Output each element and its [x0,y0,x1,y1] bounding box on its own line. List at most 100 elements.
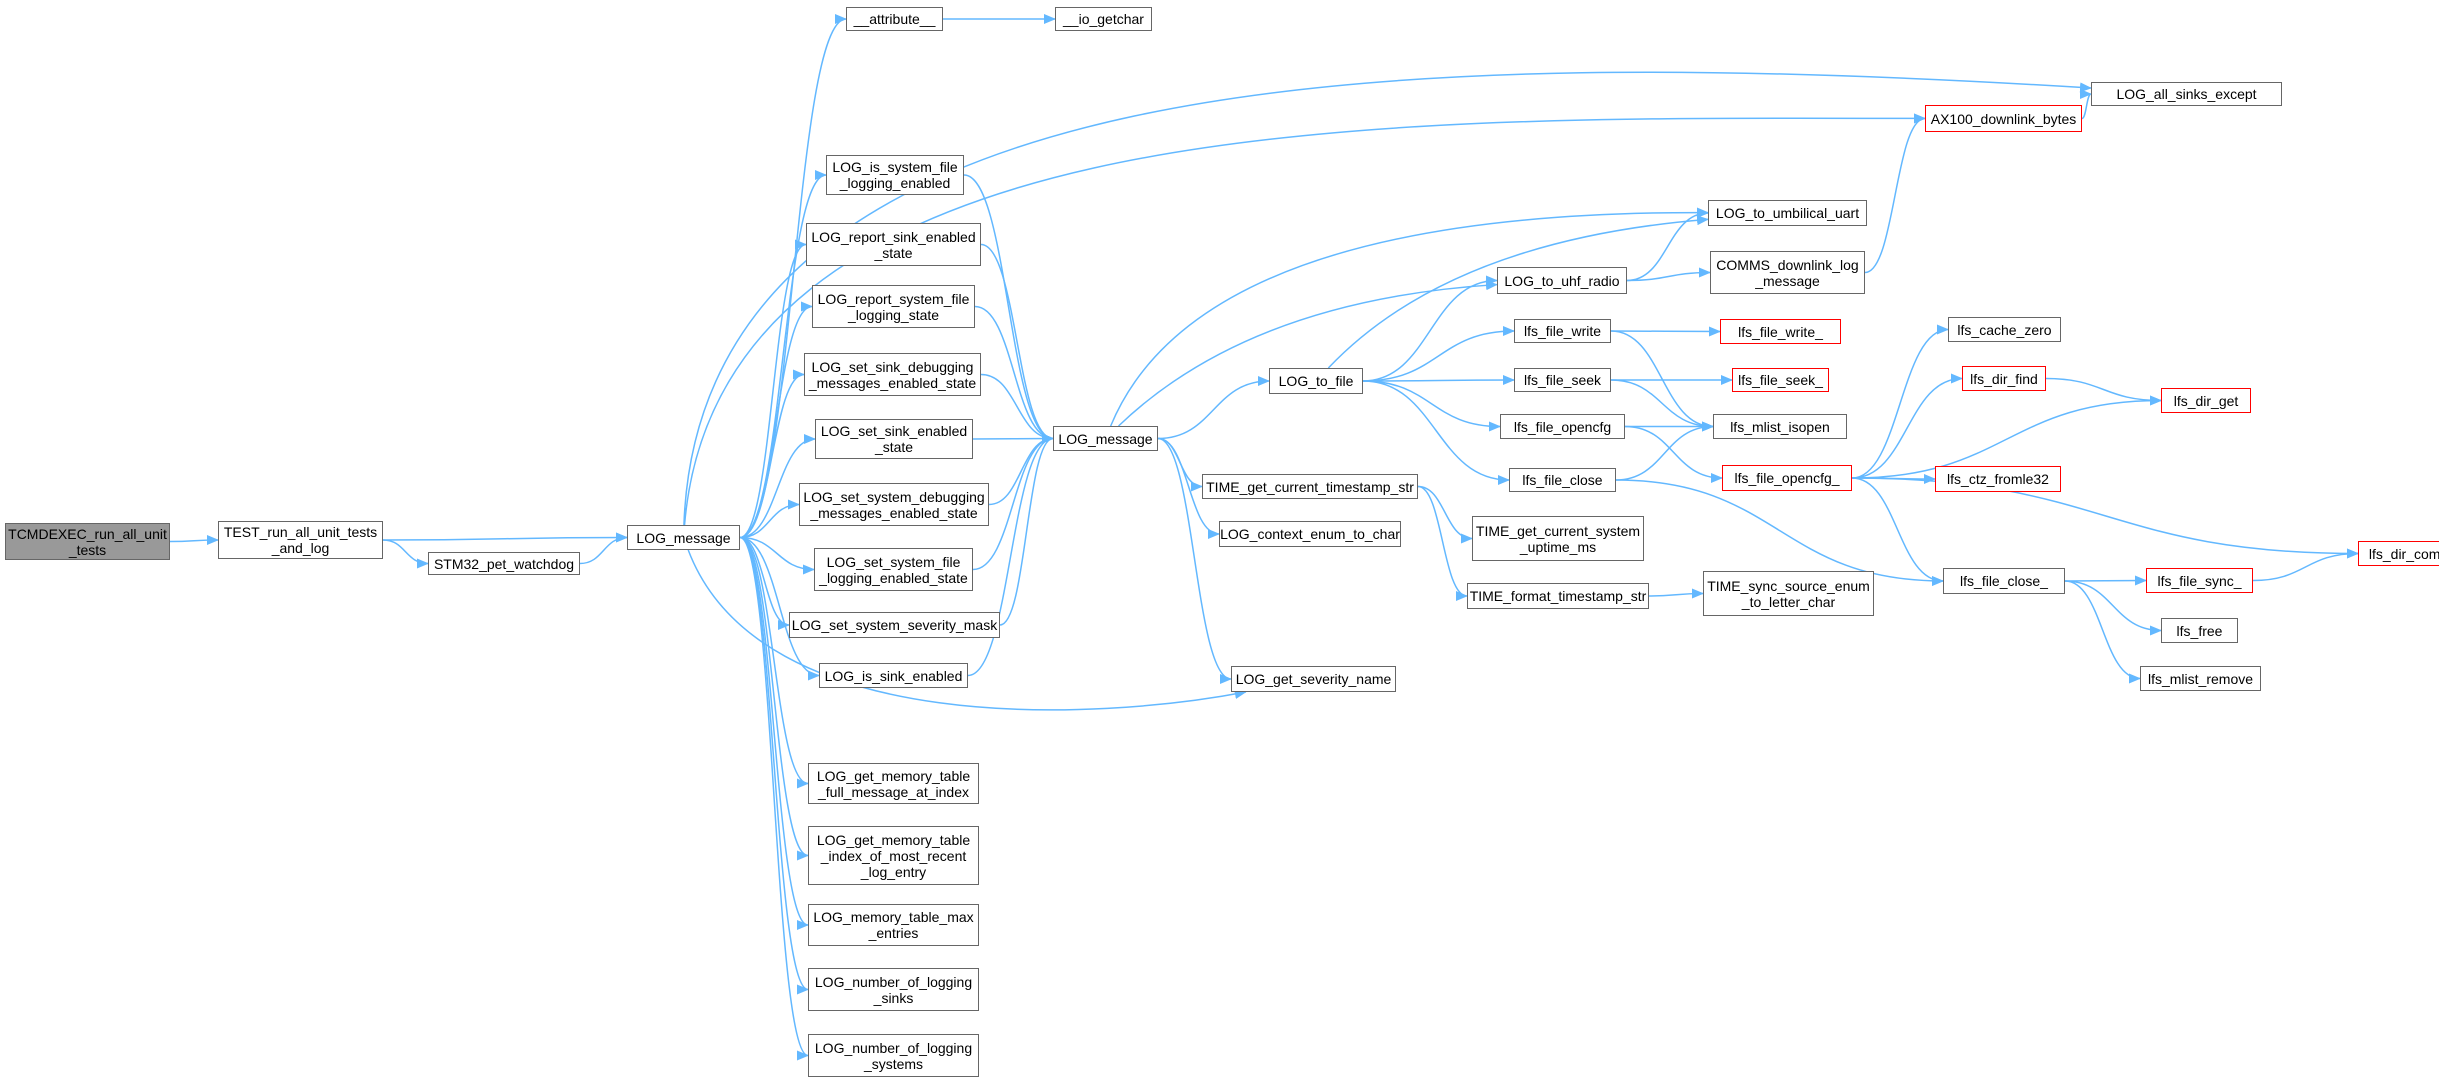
node-lfs-ctz-fromle32[interactable]: lfs_ctz_fromle32 [1935,466,2061,492]
call-edge [169,535,219,546]
node-lfs-file-close[interactable]: lfs_file_close [1509,468,1616,492]
node-lfs-free[interactable]: lfs_free [2161,618,2238,643]
node-time-get-current-timestamp-str[interactable]: TIME_get_current_timestamp_str [1202,474,1418,499]
call-edge [739,536,809,789]
node-log-set-system-file-logging-enabled-state[interactable]: LOG_set_system_file _logging_enabled_sta… [814,548,973,591]
node-io-getchar[interactable]: __io_getchar [1055,7,1152,31]
call-edge [739,499,800,539]
call-edge [1851,324,1949,479]
call-edge [382,532,628,543]
call-edge [1624,425,1723,483]
call-edge [1648,588,1704,599]
call-edge [739,536,809,861]
call-edge [1851,373,1963,479]
call-edge [963,174,1054,444]
call-edge [2252,548,2359,582]
call-edge [1610,326,1721,337]
call-edge [1851,395,2162,479]
node-lfs-dir-commit[interactable]: lfs_dir_commit [2358,541,2439,566]
node-log-to-umbilical-uart[interactable]: LOG_to_umbilical_uart [1708,200,1867,226]
node-lfs-dir-get[interactable]: lfs_dir_get [2161,388,2251,413]
call-edge [579,532,628,565]
node-lfs-file-close-internal[interactable]: lfs_file_close_ [1943,568,2065,594]
node-lfs-mlist-remove[interactable]: lfs_mlist_remove [2140,666,2261,691]
call-edge [1615,421,1714,481]
node-attribute[interactable]: __attribute__ [846,7,943,31]
node-log-get-memory-table-index-of-most-recent-log-entry[interactable]: LOG_get_memory_table _index_of_most_rece… [808,826,979,885]
call-edge [1362,375,1515,386]
call-edge [1362,326,1515,382]
node-ax100-downlink-bytes[interactable]: AX100_downlink_bytes [1925,105,2082,132]
node-log-context-enum-to-char[interactable]: LOG_context_enum_to_char [1219,521,1401,547]
node-lfs-file-write[interactable]: lfs_file_write [1514,319,1611,343]
node-log-get-severity-name[interactable]: LOG_get_severity_name [1231,666,1396,692]
node-lfs-cache-zero[interactable]: lfs_cache_zero [1948,317,2061,342]
node-log-number-of-logging-sinks[interactable]: LOG_number_of_logging _sinks [808,968,979,1011]
node-log-to-file[interactable]: LOG_to_file [1269,368,1363,394]
call-edge [1362,380,1501,432]
node-log-report-system-file-logging-state[interactable]: LOG_report_system_file _logging_state [812,285,975,328]
call-edge [1417,485,1473,544]
call-edge [1864,113,1926,274]
call-edge [1362,380,1510,485]
node-time-get-current-system-uptime-ms[interactable]: TIME_get_current_system _uptime_ms [1472,516,1644,561]
call-edge [1109,207,1709,427]
node-lfs-file-seek-internal[interactable]: lfs_file_seek_ [1732,368,1829,392]
node-log-set-system-debugging-messages-enabled-state[interactable]: LOG_set_system_debugging _messages_enabl… [799,483,989,526]
call-edge [1626,208,1709,282]
node-time-format-timestamp-str[interactable]: TIME_format_timestamp_str [1467,583,1649,609]
node-log-set-sink-debugging-messages-enabled-state[interactable]: LOG_set_sink_debugging _messages_enabled… [804,353,981,396]
call-edge [2045,377,2162,406]
call-edge [1610,330,1714,432]
node-log-report-sink-enabled-state[interactable]: LOG_report_sink_enabled _state [806,223,981,266]
node-lfs-dir-find[interactable]: lfs_dir_find [1962,366,2046,391]
node-log-set-sink-enabled-state[interactable]: LOG_set_sink_enabled _state [815,419,973,459]
call-edge [1157,437,1232,684]
call-edge [739,536,820,681]
node-log-is-sink-enabled[interactable]: LOG_is_sink_enabled [819,663,968,688]
call-edge [739,536,809,995]
node-lfs-file-opencfg[interactable]: lfs_file_opencfg [1500,414,1625,439]
node-lfs-file-write-internal[interactable]: lfs_file_write_ [1720,319,1841,344]
call-edge [999,433,1054,626]
call-edge [1851,477,1944,586]
call-edge [739,369,805,539]
call-edge [1610,379,1714,432]
node-lfs-file-seek[interactable]: lfs_file_seek [1514,368,1611,392]
node-log-memory-table-max-entries[interactable]: LOG_memory_table_max _entries [808,904,979,946]
call-edge [739,239,807,539]
node-log-set-system-severity-mask[interactable]: LOG_set_system_severity_mask [789,612,1000,638]
node-test-run-all-unit-tests-and-log[interactable]: TEST_run_all_unit_tests _and_log [218,521,383,559]
call-edge [687,549,1247,711]
call-edge [739,536,809,930]
call-edge [739,536,815,575]
call-edge [1157,376,1270,440]
call-edge [972,433,1054,571]
call-edge [2064,580,2141,684]
node-log-message-inner[interactable]: LOG_message [1053,426,1158,451]
call-edge [1362,275,1498,382]
node-log-to-uhf-radio[interactable]: LOG_to_uhf_radio [1497,267,1627,294]
node-stm32-pet-watchdog[interactable]: STM32_pet_watchdog [428,552,580,575]
call-edge [2064,580,2162,636]
call-edge [1615,479,1944,586]
node-log-get-memory-table-full-message-at-index[interactable]: LOG_get_memory_table _full_message_at_in… [808,763,979,804]
node-log-is-system-file-logging-enabled[interactable]: LOG_is_system_file _logging_enabled [826,155,964,195]
node-time-sync-source-enum-to-letter-char[interactable]: TIME_sync_source_enum _to_letter_char [1703,571,1874,616]
node-log-number-of-logging-systems[interactable]: LOG_number_of_logging _systems [808,1034,979,1077]
node-lfs-file-opencfg-internal[interactable]: lfs_file_opencfg_ [1722,465,1852,491]
node-lfs-mlist-isopen[interactable]: lfs_mlist_isopen [1713,414,1847,439]
node-log-message-outer[interactable]: LOG_message [627,525,740,550]
call-edge [739,536,809,1061]
call-edge [1417,485,1468,601]
node-lfs-file-sync-internal[interactable]: lfs_file_sync_ [2146,568,2253,593]
node-log-all-sinks-except[interactable]: LOG_all_sinks_except [2091,82,2282,106]
node-comms-downlink-log-message[interactable]: COMMS_downlink_log _message [1710,251,1865,294]
call-edge [967,433,1054,677]
call-edge [980,243,1054,444]
call-edge [2064,575,2147,586]
call-edge [1327,215,1709,369]
node-tcmdexec-run-all-unit-tests: TCMDEXEC_run_all_unit _tests [5,523,170,560]
